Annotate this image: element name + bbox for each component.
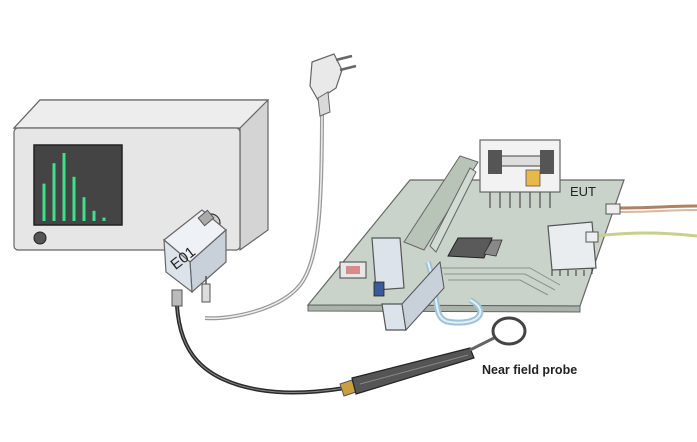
spectrum-analyzer xyxy=(12,99,270,252)
probe-label: Near field probe xyxy=(482,363,577,377)
ic-chip xyxy=(447,237,493,259)
probe-cable xyxy=(175,305,346,395)
probe-handle xyxy=(351,347,475,395)
near-field-probe: Near field probe xyxy=(339,316,577,397)
eut-label: EUT xyxy=(570,184,596,199)
power-cable xyxy=(204,53,357,321)
spectrum-trace xyxy=(42,153,106,221)
probe-loop xyxy=(491,316,527,346)
eut-board: EUT xyxy=(306,139,625,332)
adapter-box: E01 xyxy=(163,209,227,307)
power-plug xyxy=(309,53,343,101)
analyzer-screen xyxy=(33,144,123,226)
eut-cables xyxy=(585,203,697,243)
analyzer-knob xyxy=(33,231,47,245)
cpu-chip xyxy=(547,221,597,271)
